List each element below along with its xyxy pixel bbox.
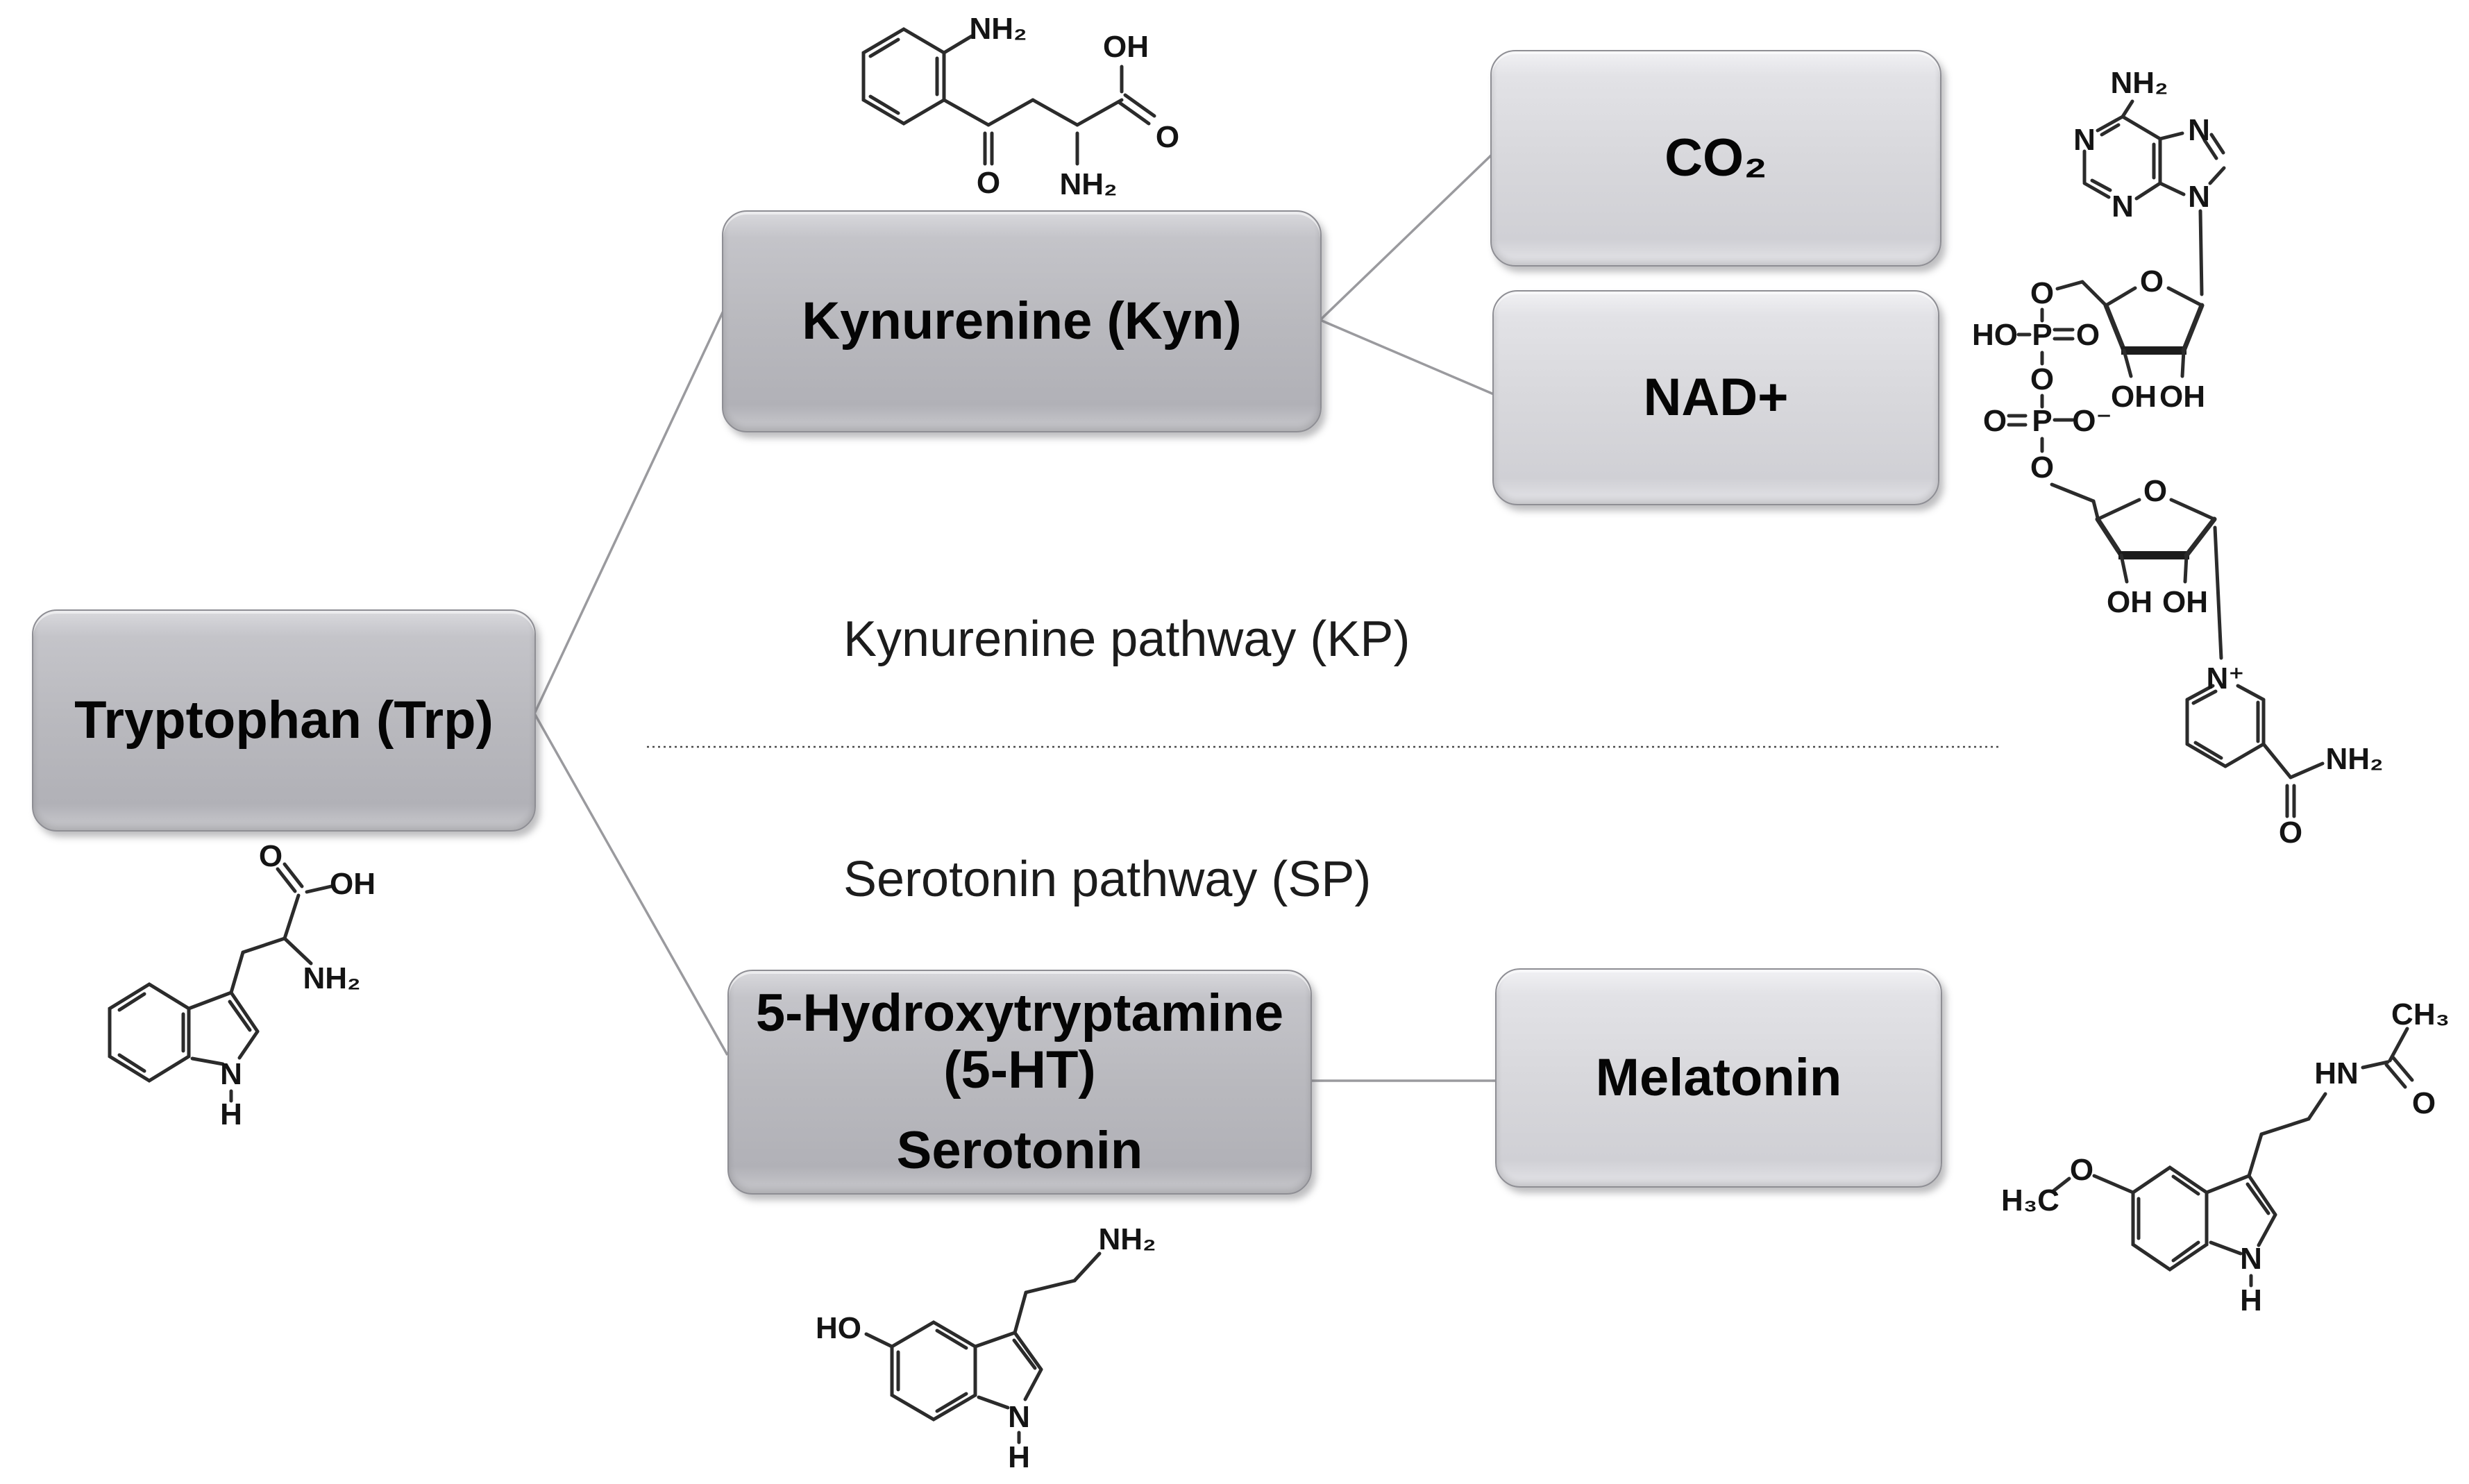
kynurenine-box: Kynurenine (Kyn) [722, 210, 1322, 432]
melatonin-structure: CH₃ HN O O H₃C N H [2001, 997, 2450, 1317]
atom-label-oh: OH [2111, 380, 2157, 414]
nad-structure: NH₂ N N N N O OH OH O HO P O O O P O⁻ O … [1972, 66, 2384, 850]
atom-label-o-minus: O⁻ [2072, 404, 2112, 438]
atom-label-nh2: NH₂ [303, 961, 360, 995]
atom-label-ho: HO [1972, 318, 2018, 352]
atom-label-ch3: CH₃ [2391, 997, 2450, 1031]
atom-label-o: O [2279, 816, 2302, 850]
atom-label-p: P [2032, 318, 2052, 352]
tryptophan-box-label: Tryptophan (Trp) [74, 690, 494, 750]
atom-label-o: O [2030, 450, 2054, 484]
serotonin-pathway-label: Serotonin pathway (SP) [843, 852, 1372, 907]
atom-label-nh2: NH₂ [2325, 742, 2383, 776]
kynurenine-structure: NH₂ O NH₂ OH O [861, 12, 1179, 201]
atom-label-oh: OH [2159, 380, 2205, 414]
atom-label-nh2: NH₂ [1098, 1222, 1156, 1256]
5ht-box-line3: Serotonin [896, 1121, 1143, 1181]
atom-label-hn: HN [2314, 1056, 2359, 1090]
atom-label-oh: OH [2107, 585, 2152, 619]
kynurenine-box-label: Kynurenine (Kyn) [802, 291, 1242, 351]
co2-box: CO₂ [1490, 50, 1941, 267]
atom-label-nh2: NH₂ [2110, 66, 2168, 100]
atom-label-n: N [2073, 123, 2096, 157]
atom-label-h: H [220, 1097, 242, 1131]
atom-label-h: H [2240, 1283, 2262, 1317]
atom-label-nh2: NH₂ [969, 12, 1027, 46]
connector-trp-5ht [533, 713, 729, 1056]
atom-label-o: O [2412, 1086, 2436, 1120]
serotonin-5ht-box: 5-Hydroxytryptamine (5-HT) Serotonin [727, 970, 1312, 1195]
atom-label-oh: OH [2162, 585, 2208, 619]
atom-label-o: O [2030, 362, 2054, 396]
nad-box-label: NAD+ [1643, 367, 1789, 427]
connector-lines [533, 153, 1497, 1082]
atom-label-oh: OH [330, 867, 376, 901]
atom-label-n: N [220, 1057, 242, 1091]
atom-label-n: N [1008, 1400, 1030, 1434]
atom-label-ho: HO [816, 1311, 861, 1345]
kynurenine-pathway-label: Kynurenine pathway (KP) [843, 612, 1410, 667]
atom-label-o: O [1156, 120, 1179, 154]
5ht-box-line1: 5-Hydroxytryptamine [755, 983, 1284, 1043]
connector-kyn-nad [1320, 319, 1494, 396]
tryptophan-box: Tryptophan (Trp) [32, 609, 536, 832]
connector-trp-kyn [533, 310, 725, 714]
atom-label-o: O [1983, 404, 2007, 438]
atom-label-h3c: H₃C [2001, 1183, 2059, 1217]
atom-label-n: N [2188, 113, 2210, 147]
serotonin-structure: HO NH₂ N H [816, 1222, 1156, 1474]
atom-label-n: N [2240, 1242, 2262, 1276]
atom-label-o: O [2076, 318, 2100, 352]
5ht-box-line2: (5-HT) [943, 1040, 1096, 1099]
melatonin-box-label: Melatonin [1595, 1047, 1842, 1107]
melatonin-box: Melatonin [1495, 968, 1942, 1188]
atom-label-o: O [2140, 264, 2164, 298]
tryptophan-structure: O OH NH₂ N H [108, 839, 376, 1131]
atom-label-nh2: NH₂ [1059, 167, 1117, 201]
atom-label-h: H [1008, 1440, 1030, 1474]
atom-label-o: O [2143, 474, 2167, 508]
co2-box-label: CO₂ [1665, 128, 1767, 187]
atom-label-n: N [2112, 189, 2134, 224]
atom-label-o: O [259, 839, 283, 873]
atom-label-o: O [2030, 276, 2054, 310]
atom-label-n: N [2188, 180, 2210, 214]
nad-box: NAD+ [1492, 290, 1939, 505]
connector-kyn-co2 [1319, 153, 1494, 321]
atom-label-o: O [2070, 1153, 2093, 1187]
atom-label-p: P [2032, 404, 2052, 438]
atom-label-n-plus: N⁺ [2207, 661, 2245, 695]
atom-label-oh: OH [1103, 30, 1149, 64]
atom-label-o: O [977, 166, 1000, 200]
